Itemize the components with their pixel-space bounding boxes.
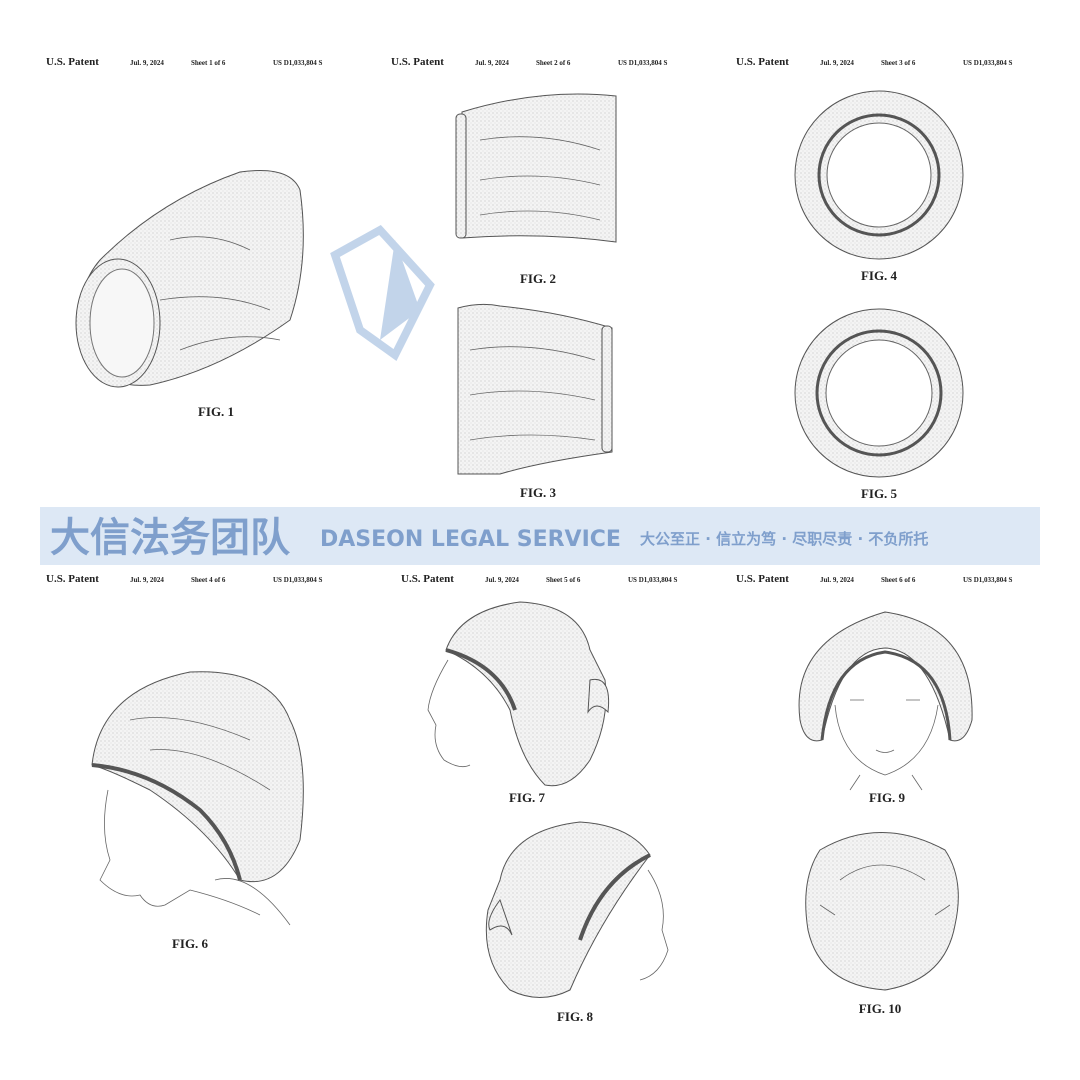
header-number: US D1,033,804 S — [963, 59, 1013, 67]
figure-9-drawing — [798, 611, 973, 791]
watermark: 大信法务团队 DASEON LEGAL SERVICE 大公至正 · 信立为笃 … — [40, 224, 1040, 565]
header-date: Jul. 9, 2024 — [130, 576, 164, 584]
figure-6-label: FIG. 6 — [172, 936, 209, 951]
figure-4-label: FIG. 4 — [861, 268, 898, 283]
header-sheet: Sheet 4 of 6 — [191, 576, 226, 584]
header-sheet: Sheet 3 of 6 — [881, 59, 916, 67]
header-date: Jul. 9, 2024 — [820, 576, 854, 584]
header-title: U.S. Patent — [391, 56, 444, 68]
figure-8-drawing — [485, 821, 669, 998]
header-date: Jul. 9, 2024 — [485, 576, 519, 584]
header-title: U.S. Patent — [736, 56, 789, 68]
header-sheet: Sheet 2 of 6 — [536, 59, 571, 67]
figure-7-label: FIG. 7 — [509, 790, 546, 805]
header-title: U.S. Patent — [46, 573, 99, 585]
header-date: Jul. 9, 2024 — [130, 59, 164, 67]
header-number: US D1,033,804 S — [628, 576, 678, 584]
figure-10-drawing — [805, 832, 959, 991]
header-sheet: Sheet 1 of 6 — [191, 59, 226, 67]
header-date: Jul. 9, 2024 — [820, 59, 854, 67]
sheet-header-4: U.S. Patent Jul. 9, 2024 Sheet 4 of 6 US… — [46, 573, 323, 585]
sheet-header-2: U.S. Patent Jul. 9, 2024 Sheet 2 of 6 US… — [391, 56, 668, 68]
sheet-header-5: U.S. Patent Jul. 9, 2024 Sheet 5 of 6 US… — [401, 573, 678, 585]
sheet-header-6: U.S. Patent Jul. 9, 2024 Sheet 6 of 6 US… — [736, 573, 1013, 585]
figure-7-drawing — [427, 601, 610, 787]
header-sheet: Sheet 5 of 6 — [546, 576, 581, 584]
figure-5-drawing — [794, 308, 964, 478]
figure-2-label: FIG. 2 — [520, 271, 556, 286]
figure-1-drawing — [75, 169, 304, 388]
figure-3-drawing — [457, 303, 613, 475]
figure-2-drawing — [455, 93, 617, 243]
header-title: U.S. Patent — [46, 56, 99, 68]
header-sheet: Sheet 6 of 6 — [881, 576, 916, 584]
watermark-name-en: DASEON LEGAL SERVICE — [320, 527, 621, 552]
figure-6-drawing — [91, 671, 304, 926]
header-number: US D1,033,804 S — [273, 576, 323, 584]
sheet-header-3: U.S. Patent Jul. 9, 2024 Sheet 3 of 6 US… — [736, 56, 1013, 68]
figure-4-drawing — [794, 90, 964, 260]
header-title: U.S. Patent — [401, 573, 454, 585]
figure-1-label: FIG. 1 — [198, 404, 234, 419]
header-title: U.S. Patent — [736, 573, 789, 585]
figure-8-label: FIG. 8 — [557, 1009, 594, 1024]
watermark-logo-icon — [330, 224, 435, 361]
header-number: US D1,033,804 S — [618, 59, 668, 67]
header-number: US D1,033,804 S — [963, 576, 1013, 584]
figure-10-label: FIG. 10 — [859, 1001, 902, 1016]
figure-3-label: FIG. 3 — [520, 485, 557, 500]
watermark-name-cn: 大信法务团队 — [50, 515, 291, 561]
watermark-band — [40, 507, 1040, 565]
watermark-slogan: 大公至正 · 信立为笃 · 尽职尽责 · 不负所托 — [640, 530, 928, 548]
header-date: Jul. 9, 2024 — [475, 59, 509, 67]
figure-5-label: FIG. 5 — [861, 486, 898, 501]
header-number: US D1,033,804 S — [273, 59, 323, 67]
sheet-header-1: U.S. Patent Jul. 9, 2024 Sheet 1 of 6 US… — [46, 56, 323, 68]
figure-9-label: FIG. 9 — [869, 790, 906, 805]
